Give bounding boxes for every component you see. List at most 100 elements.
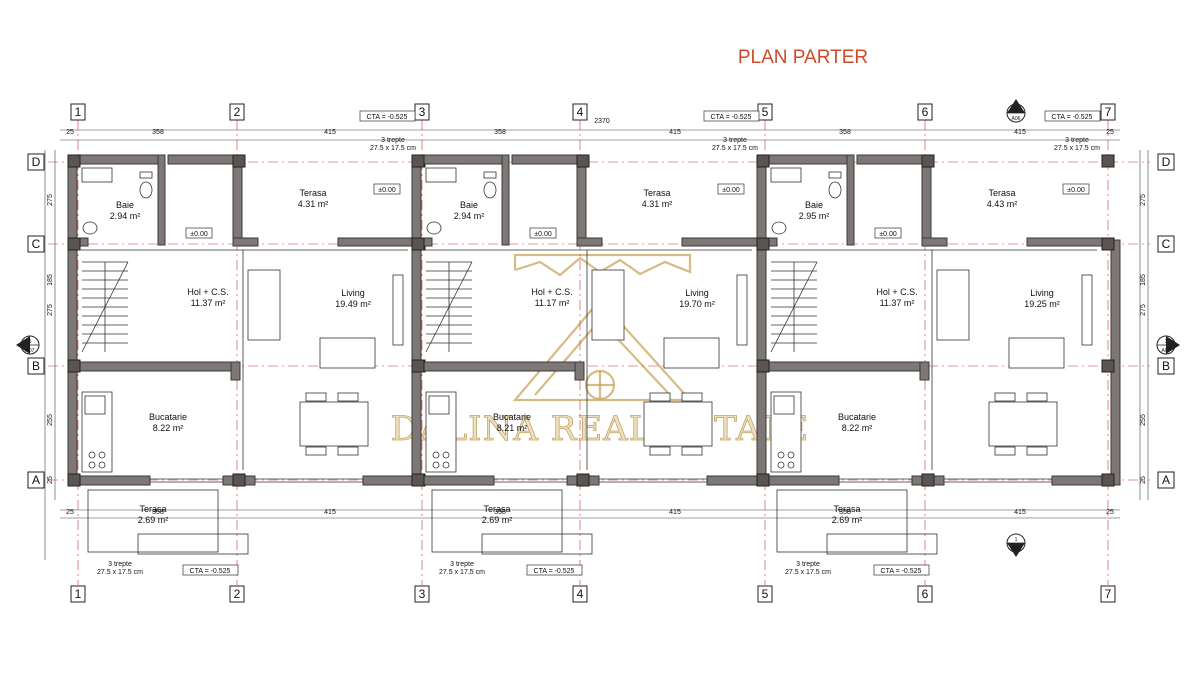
dimension-value: 415 bbox=[669, 129, 681, 136]
level-label: ±0.00 bbox=[879, 231, 897, 238]
axis-marker-C: C bbox=[27, 235, 45, 253]
dimension-value: 25 bbox=[1106, 509, 1114, 516]
watermark-logo: DALINA REAL ESTATE bbox=[390, 253, 809, 449]
axis-marker-B: B bbox=[1157, 357, 1175, 375]
level-label: ±0.00 bbox=[722, 187, 740, 194]
room-area: 2.69 m² bbox=[138, 515, 169, 525]
section-marker-a07: A07 1 bbox=[1156, 335, 1180, 355]
axis-grid bbox=[48, 120, 1150, 585]
dimension-value: 275 bbox=[1140, 304, 1147, 316]
walls bbox=[67, 154, 1121, 555]
axis-marker-A: A bbox=[1157, 471, 1175, 489]
room-area: 11.37 m² bbox=[191, 298, 226, 308]
room-name: Hol + C.S. bbox=[876, 287, 917, 297]
axis-marker-6: 6 bbox=[917, 103, 933, 121]
stairs-dims: 27.5 x 17.5 cm bbox=[439, 569, 485, 576]
axis-marker-2: 2 bbox=[229, 585, 245, 603]
axis-marker-A: A bbox=[27, 471, 45, 489]
axis-marker-C: C bbox=[1157, 235, 1175, 253]
axis-label: 6 bbox=[922, 105, 929, 119]
dimension-value: 415 bbox=[1014, 509, 1026, 516]
room-hol: Hol + C.S.11.37 m² bbox=[187, 287, 228, 308]
level-label: ±0.00 bbox=[1067, 187, 1085, 194]
stairs-label: 3 trepte bbox=[108, 561, 132, 568]
unit-walls bbox=[756, 154, 1121, 555]
room-name: Terasa bbox=[483, 504, 510, 514]
room-name: Bucatarie bbox=[838, 412, 876, 422]
axis-label: 2 bbox=[234, 587, 241, 601]
axis-marker-1: 1 bbox=[70, 585, 86, 603]
room-area: 8.22 m² bbox=[153, 423, 184, 433]
fixtures: ±0.00 ±0.00 ±0.00 ±0.00 ±0.00 ±0.00 bbox=[81, 167, 1093, 473]
stairs-dims: 27.5 x 17.5 cm bbox=[370, 145, 416, 152]
axis-label: C bbox=[32, 237, 41, 251]
room-name: Living bbox=[685, 288, 709, 298]
axis-marker-D: D bbox=[27, 153, 45, 171]
axis-label: 5 bbox=[762, 105, 769, 119]
room-name: Baie bbox=[116, 200, 134, 210]
dimension-value: 358 bbox=[152, 509, 164, 516]
room-area: 8.21 m² bbox=[497, 423, 528, 433]
axis-label: 7 bbox=[1105, 105, 1112, 119]
dimension-value: 358 bbox=[494, 509, 506, 516]
stairs-label: 3 trepte bbox=[381, 137, 405, 144]
top-dimension-values: 2525358358415415358358415415358358415415… bbox=[47, 129, 1147, 516]
stairs-label: 3 trepte bbox=[450, 561, 474, 568]
room-name: Bucatarie bbox=[149, 412, 187, 422]
axis-marker-7: 7 bbox=[1100, 103, 1116, 121]
dimension-value: 275 bbox=[1140, 194, 1147, 206]
room-area: 11.17 m² bbox=[535, 298, 570, 308]
cta-label: CTA = -0.525 bbox=[190, 568, 231, 575]
dimension-value: 255 bbox=[47, 414, 54, 426]
axis-marker-D: D bbox=[1157, 153, 1175, 171]
section-marker-number: 1 bbox=[29, 339, 32, 345]
stairs-label: 3 trepte bbox=[796, 561, 820, 568]
room-name: Terasa bbox=[299, 188, 326, 198]
room-hol: Hol + C.S.11.17 m² bbox=[531, 287, 572, 308]
stairs-dims: 27.5 x 17.5 cm bbox=[712, 145, 758, 152]
dimension-value: 185 bbox=[1140, 274, 1147, 286]
dimension-value: 25 bbox=[1106, 129, 1114, 136]
unit-fixtures: ±0.00 ±0.00 bbox=[81, 167, 404, 473]
section-marker-number: 1 bbox=[1015, 107, 1018, 113]
room-name: Terasa bbox=[988, 188, 1015, 198]
stairs-label: 3 trepte bbox=[723, 137, 747, 144]
room-area: 8.22 m² bbox=[842, 423, 873, 433]
stairs-dims: 27.5 x 17.5 cm bbox=[785, 569, 831, 576]
dimension-value: 25 bbox=[1140, 476, 1147, 484]
room-area: 2.94 m² bbox=[454, 211, 485, 221]
cta-label: CTA = -0.525 bbox=[881, 568, 922, 575]
axis-label: 1 bbox=[75, 587, 82, 601]
dimension-value: 25 bbox=[66, 129, 74, 136]
dimension-value: 358 bbox=[152, 129, 164, 136]
room-name: Terasa bbox=[643, 188, 670, 198]
dimension-value: 415 bbox=[1014, 129, 1026, 136]
room-name: Hol + C.S. bbox=[187, 287, 228, 297]
stairs-dims: 27.5 x 17.5 cm bbox=[1054, 145, 1100, 152]
level-marker: ±0.00 bbox=[373, 183, 401, 195]
section-marker-number: 1 bbox=[1165, 339, 1168, 345]
axis-label: C bbox=[1162, 237, 1171, 251]
overall-dimension: 2370 bbox=[594, 118, 610, 125]
level-marker: ±0.00 bbox=[185, 227, 213, 239]
level-marker: ±0.00 bbox=[529, 227, 557, 239]
room-area: 4.31 m² bbox=[642, 199, 673, 209]
axis-marker-5: 5 bbox=[757, 585, 773, 603]
cta-labels: CTA = -0.525 CTA = -0.525 CTA = -0.525 C… bbox=[182, 110, 1101, 576]
dimension-value: 185 bbox=[47, 274, 54, 286]
axis-label: 4 bbox=[577, 105, 584, 119]
level-marker: ±0.00 bbox=[717, 183, 745, 195]
room-area: 11.37 m² bbox=[880, 298, 915, 308]
axis-marker-6: 6 bbox=[917, 585, 933, 603]
section-marker-label: A07 bbox=[1162, 348, 1171, 354]
